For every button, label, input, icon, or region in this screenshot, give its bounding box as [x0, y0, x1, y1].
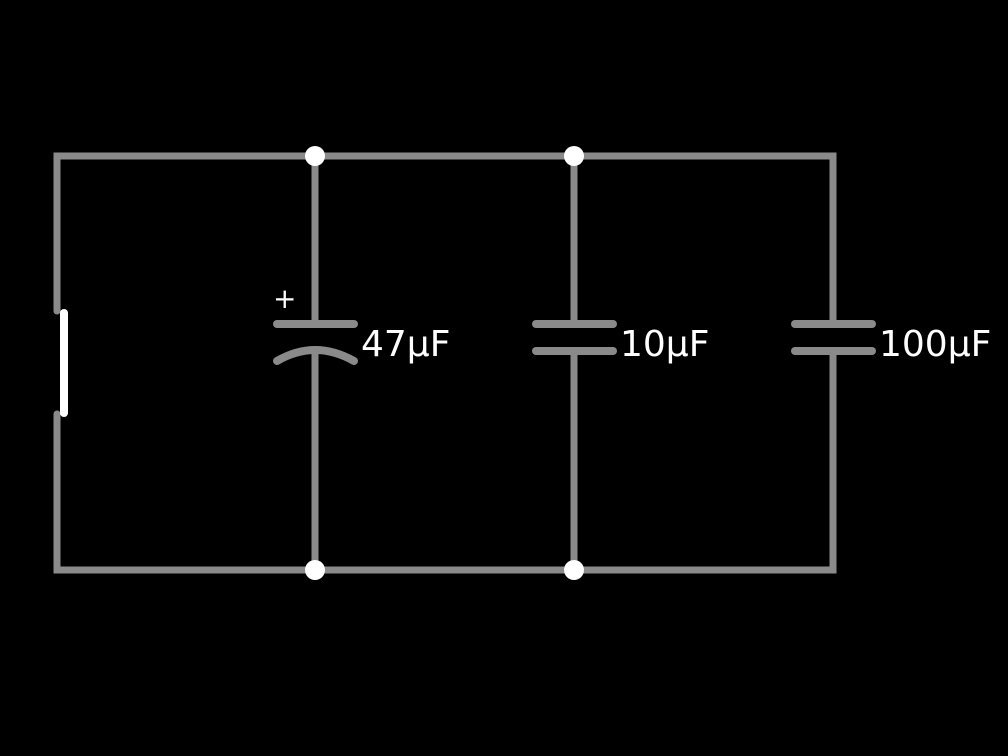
capacitor-47uf-label: 47µF: [361, 324, 450, 365]
capacitor-47uf-polarity-mark: +: [273, 282, 296, 315]
capacitor-47uf[interactable]: + 47µF: [273, 282, 450, 365]
junction-node-bottom-right: [564, 560, 584, 580]
capacitor-10uf[interactable]: 10µF: [532, 320, 709, 365]
junction-node-top-right: [564, 146, 584, 166]
bottom-rail: [53, 347, 837, 574]
capacitor-100uf-label: 100µF: [879, 324, 991, 365]
top-rail: [53, 152, 837, 328]
capacitor-100uf[interactable]: 100µF: [791, 320, 991, 365]
wires: [53, 152, 837, 574]
capacitor-10uf-label: 10µF: [620, 324, 709, 365]
junction-node-bottom-left: [305, 560, 325, 580]
junction-node-top-left: [305, 146, 325, 166]
capacitor-47uf-negative-plate: [273, 346, 358, 365]
junction-nodes: [305, 146, 584, 580]
